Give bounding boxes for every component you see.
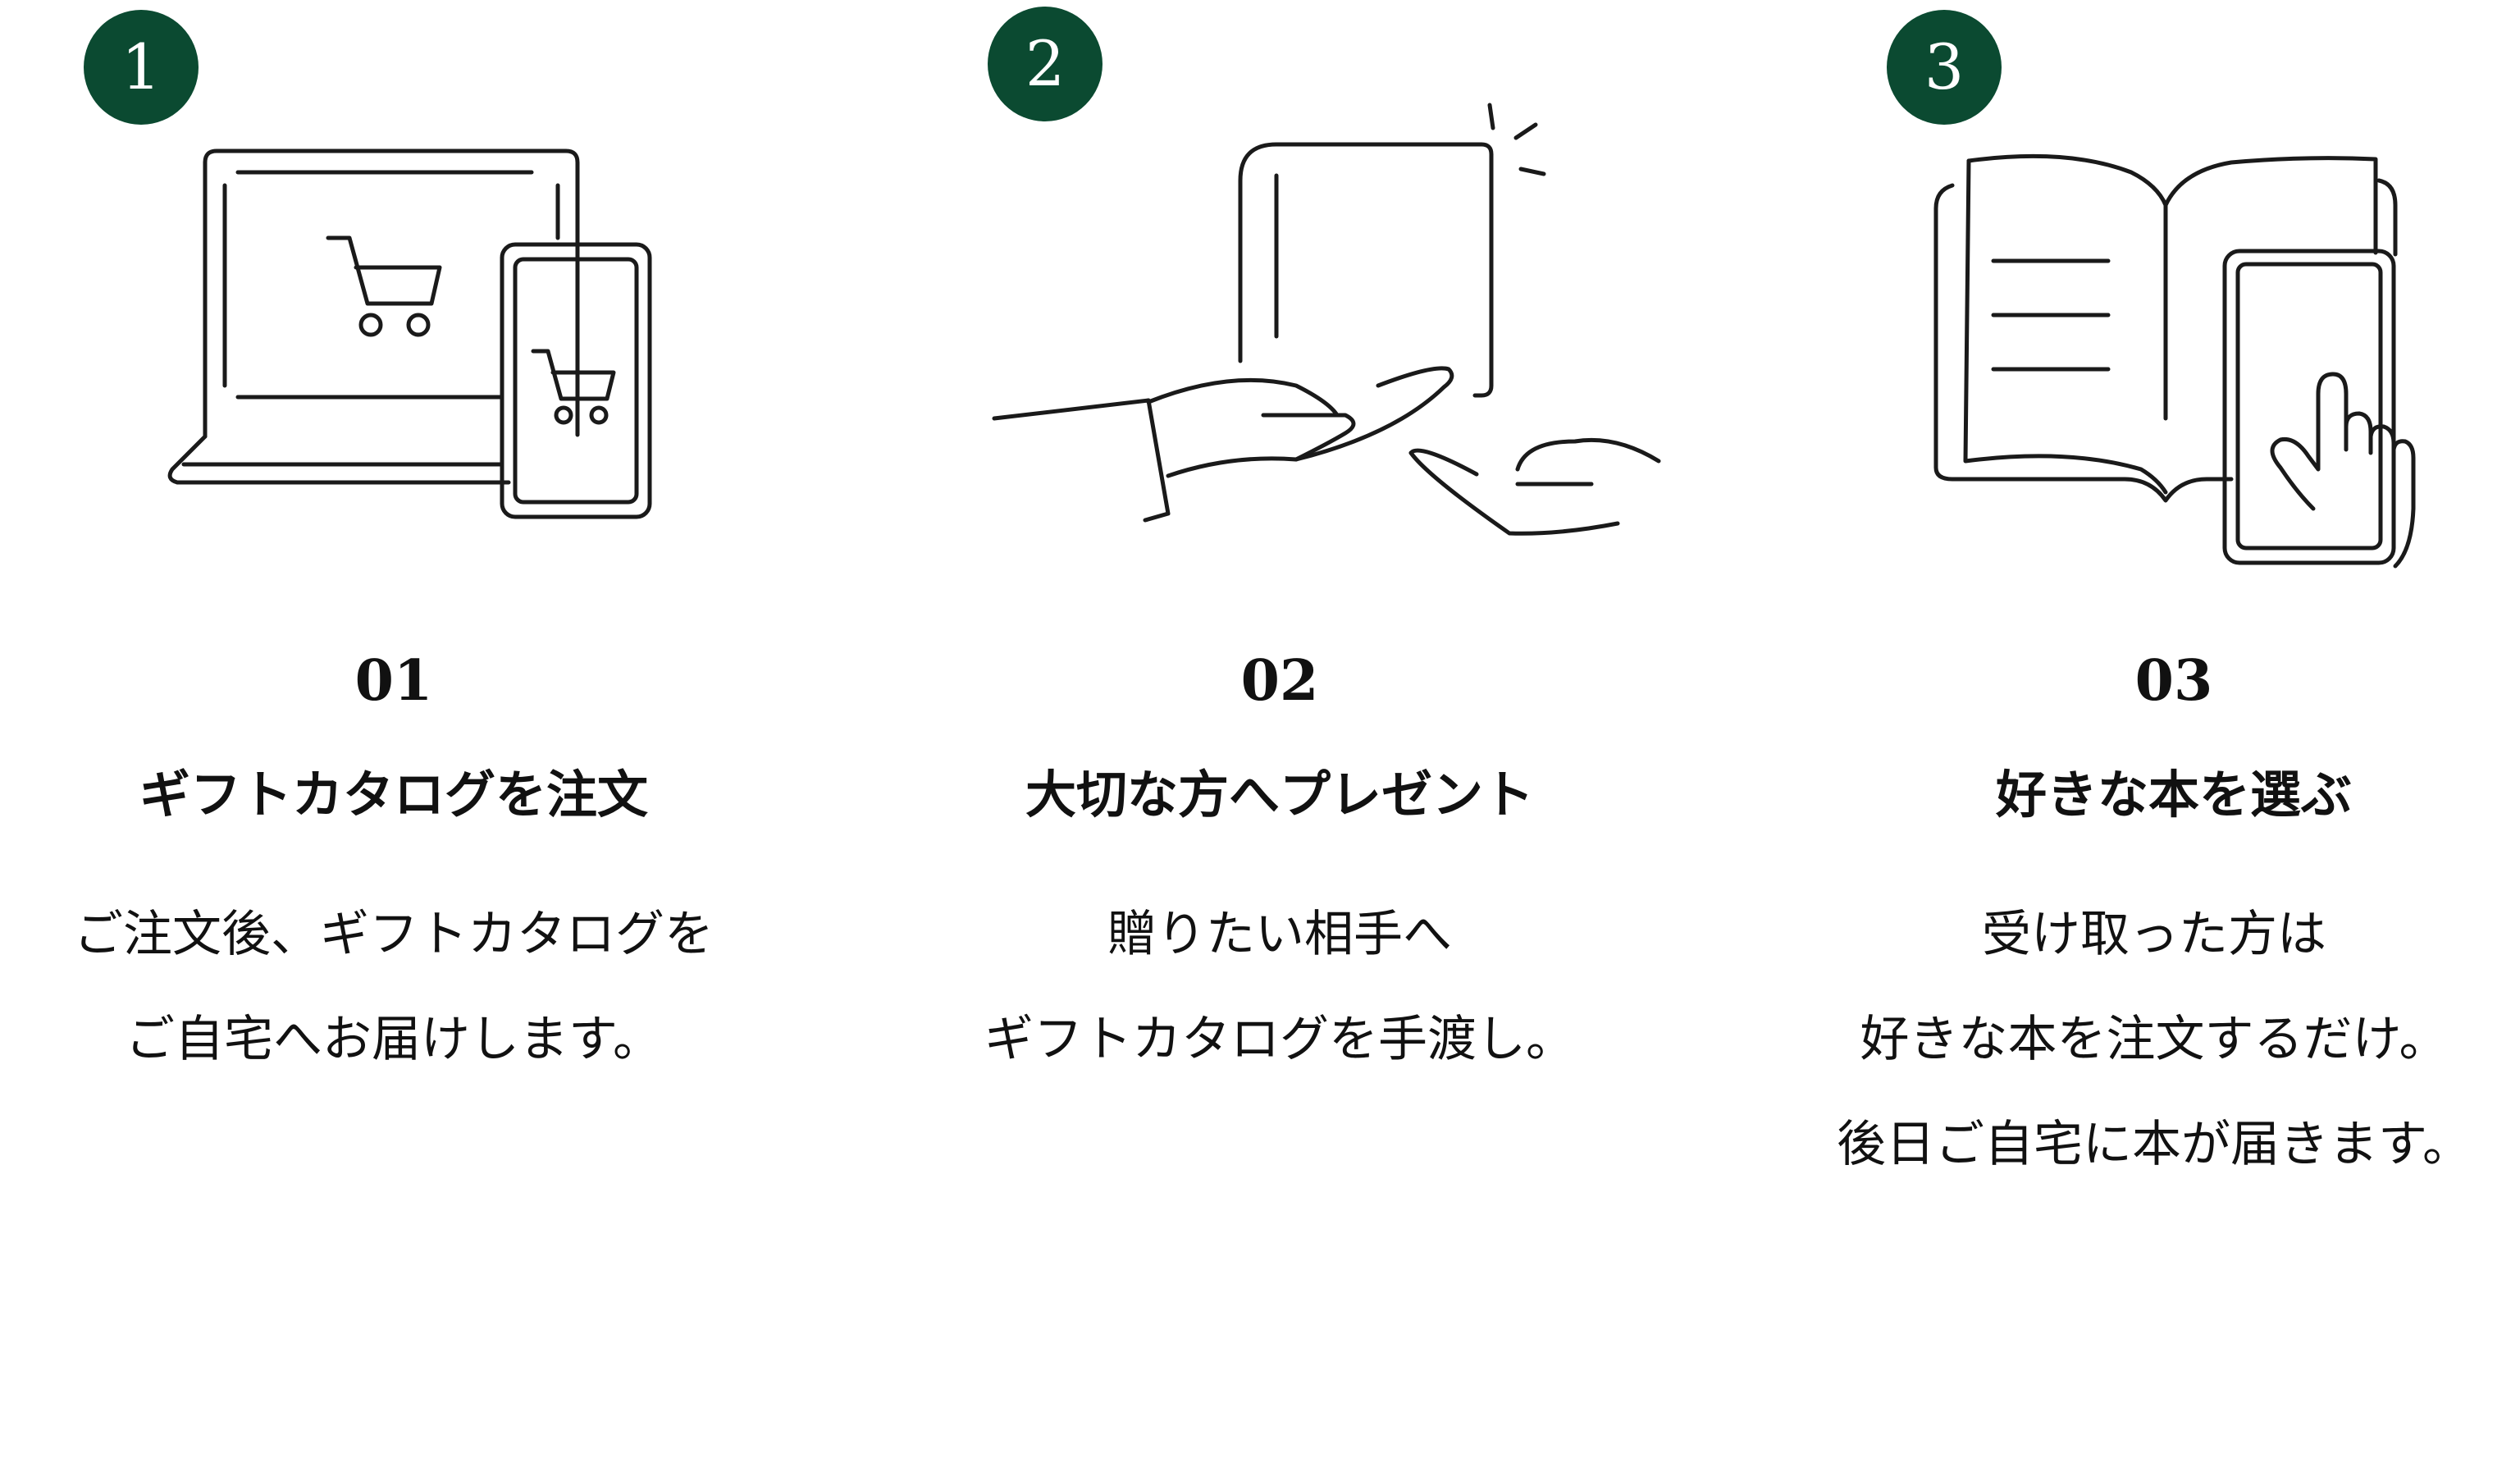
- hands-giving-catalog-svg: [992, 103, 1661, 536]
- step-description: ご注文後、ギフトカタログを ご自宅へお届けします。: [0, 882, 788, 1092]
- step-description: 受け取った方は 好きな本を注文するだけ。 後日ご自宅に本が届きます。: [1788, 882, 2520, 1197]
- book-phone-tap-svg: [1933, 153, 2416, 569]
- step-description-line: 受け取った方は: [1982, 906, 2326, 963]
- hands-giving-catalog-icon: [984, 90, 1661, 550]
- step-description-line: 後日ご自宅に本が届きます。: [1837, 1116, 2472, 1173]
- step-badge-1: 1: [84, 10, 199, 125]
- step-number: 02: [1240, 648, 1319, 714]
- step-3: 3: [1788, 0, 2520, 1462]
- step-title: 大切な方へプレゼント: [1025, 765, 1534, 825]
- step-number: 01: [354, 648, 433, 714]
- step-title: ギフトカタログを注文: [139, 765, 648, 825]
- laptop-phone-cart-icon: [148, 139, 656, 525]
- step-number: 03: [2134, 648, 2213, 714]
- step-description-line: ギフトカタログを手渡し。: [984, 1011, 1575, 1068]
- laptop-phone-cart-svg: [167, 148, 652, 519]
- step-badge-2: 2: [988, 7, 1102, 121]
- step-title: 好きな本を選ぶ: [1995, 765, 2352, 825]
- step-badge-3: 3: [1887, 10, 2002, 125]
- step-2: 2 02 大: [902, 0, 1690, 1462]
- step-description: 贈りたい相手へ ギフトカタログを手渡し。: [886, 882, 1673, 1092]
- step-description-line: ご自宅へお届けします。: [126, 1011, 662, 1068]
- step-1: 1: [0, 0, 788, 1462]
- book-phone-tap-icon: [1920, 148, 2428, 574]
- step-description-line: ご注文後、ギフトカタログを: [74, 906, 714, 963]
- step-description-line: 好きな本を注文するだけ。: [1860, 1011, 2449, 1068]
- step-description-line: 贈りたい相手へ: [1107, 906, 1452, 963]
